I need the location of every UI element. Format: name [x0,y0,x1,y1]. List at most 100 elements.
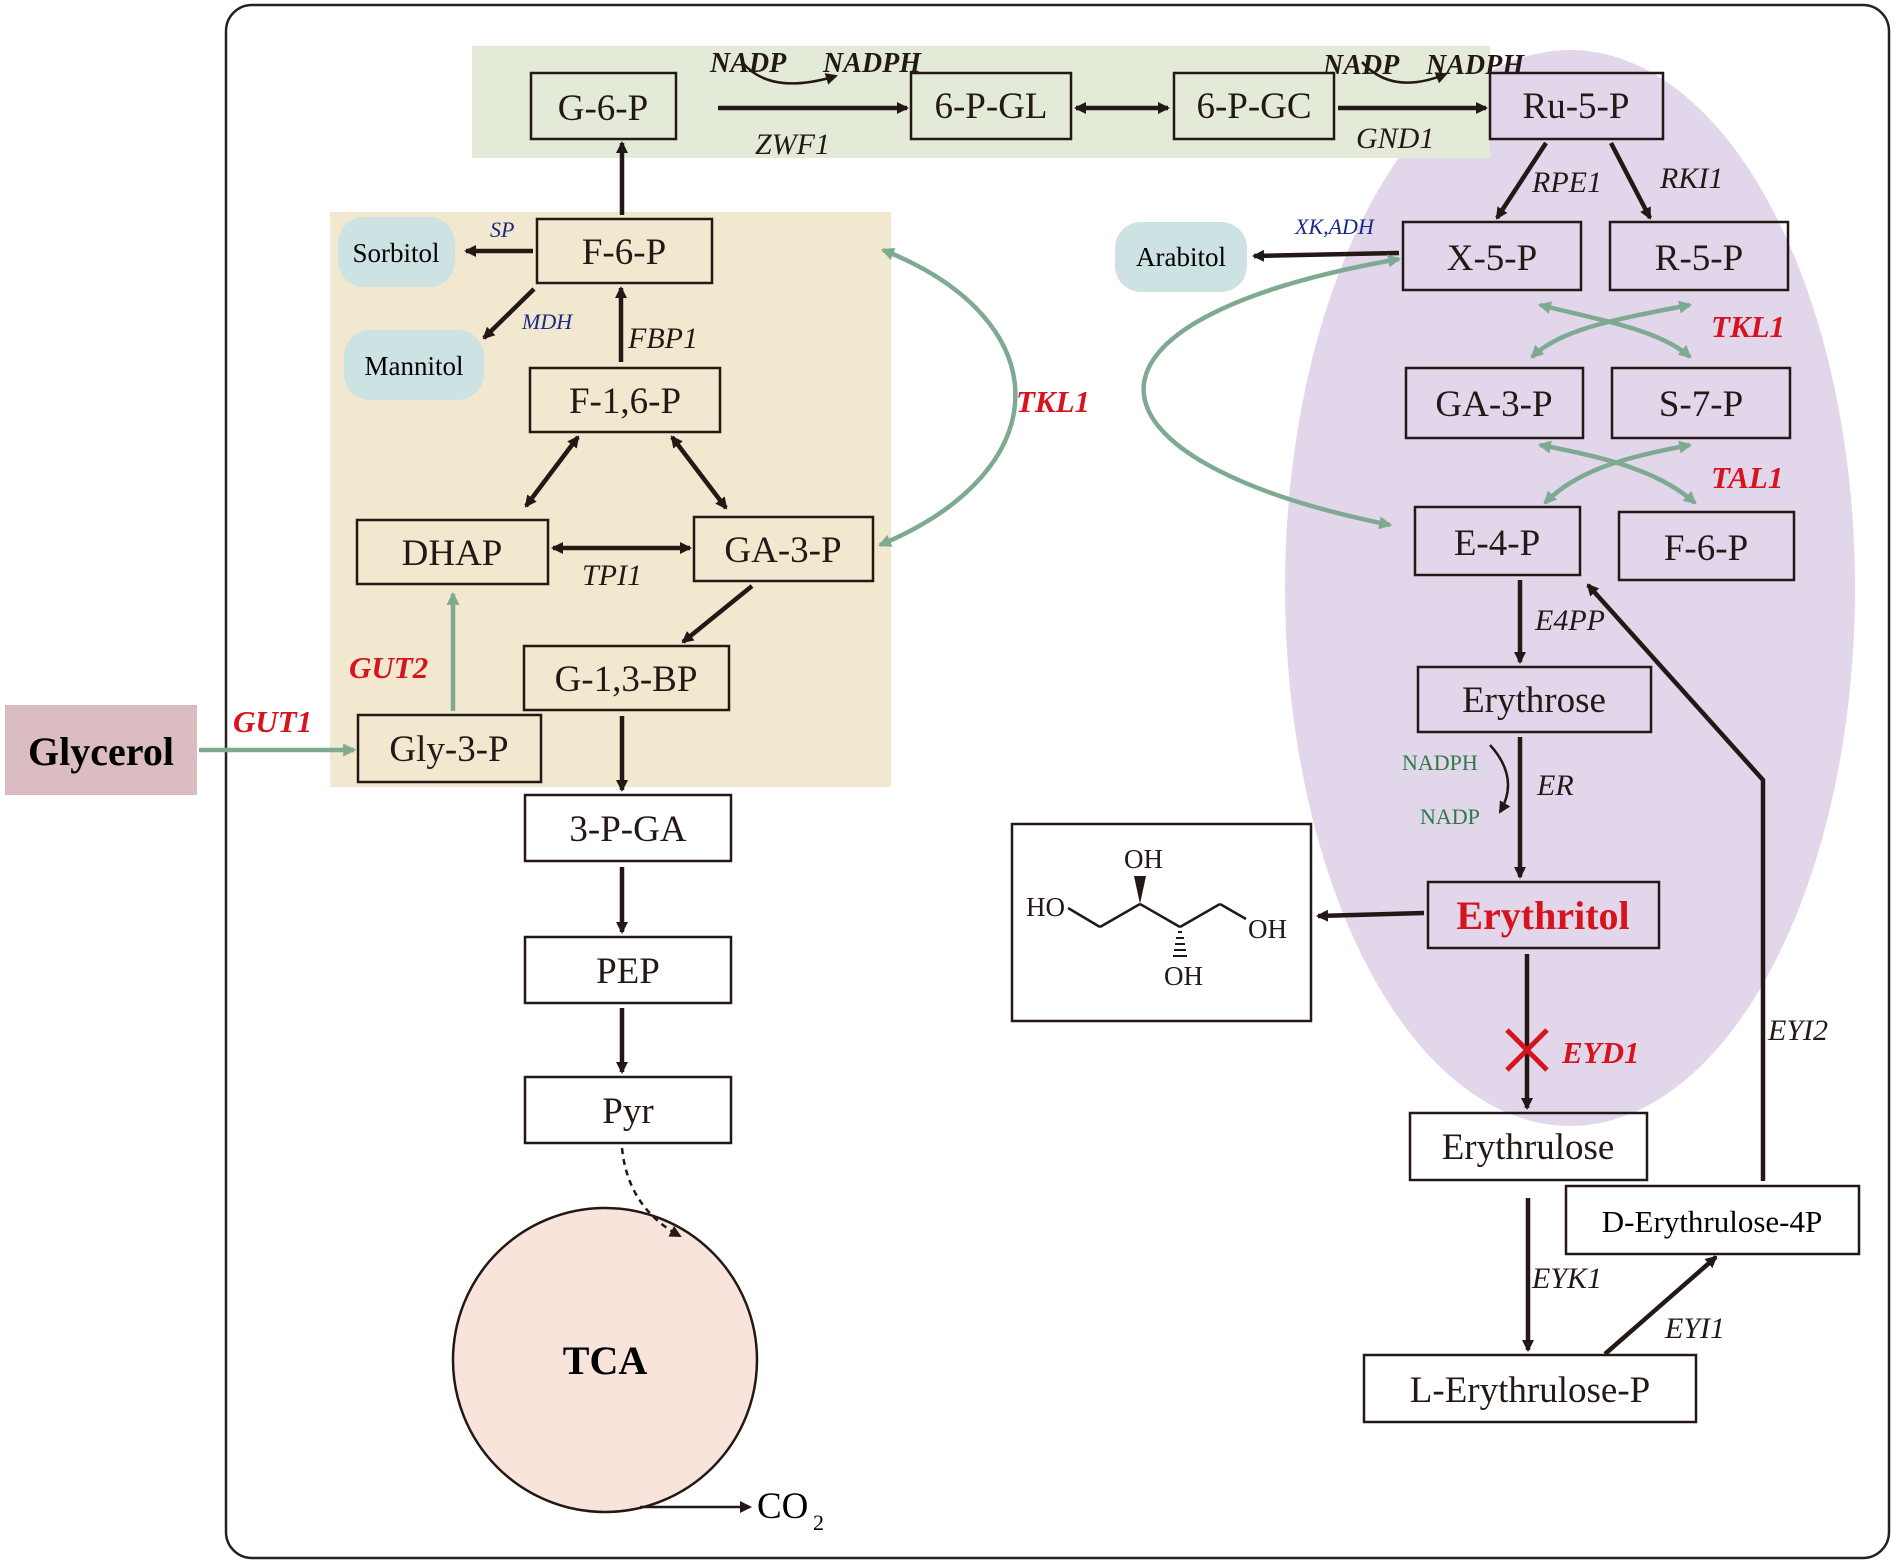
box-dhap [355,518,550,586]
box-erythritol [1426,880,1661,950]
glycerol-box [5,705,197,795]
cofactor-nadph-1: NADPH [822,48,922,79]
label-s7p: S-7-P [1659,384,1743,425]
oh-right: OH [1248,914,1287,944]
box-ru5p [1488,71,1665,141]
oh-top: OH [1124,844,1163,874]
label-glycerol: Glycerol [28,729,174,774]
label-f16p: F-1,6-P [569,381,681,422]
sorbitol-pill: Sorbitol [338,217,455,287]
cofactor-nadph-er: NADPH [1402,750,1478,775]
wedge-bond [1134,876,1146,904]
label-erythritol: Erythritol [1456,893,1629,938]
enzyme-tal1: TAL1 [1711,460,1783,495]
arrow-pyr-tca [620,1147,682,1238]
enzyme-eyk1: EYK1 [1531,1262,1602,1295]
enzyme-zwf1: ZWF1 [755,128,830,161]
ho-left: HO [1026,892,1065,922]
eyd1-knockout-cross [1505,1028,1549,1072]
enzyme-tkl1-center: TKL1 [1016,384,1090,419]
box-ga3p-right [1404,366,1585,440]
svg-text:CO: CO [757,1486,808,1527]
label-erythrose: Erythrose [1462,680,1606,721]
box-erythrulose [1408,1111,1649,1182]
label-dhap: DHAP [402,533,503,574]
label-d-erythrulose-4p: D-Erythrulose-4P [1602,1204,1822,1239]
arrow-tkl1-x5p-to-e4p [1141,254,1402,530]
enzyme-rki1: RKI1 [1659,162,1723,195]
arrow-tal1-s7p-to-e4p [1543,440,1693,505]
box-f6p-right [1617,510,1796,582]
label-x5p: X-5-P [1447,238,1537,279]
tca-cycle: TCA [451,1206,759,1514]
label-6pgc: 6-P-GC [1196,86,1311,127]
label-e4p: E-4-P [1454,523,1540,564]
svg-text:TCA: TCA [563,1338,648,1383]
arrow-f6p-mannitol [482,287,536,340]
arrow-d-erythrulose-4p-e4p [1586,583,1766,1181]
label-ru5p: Ru-5-P [1523,86,1630,127]
box-s7p [1610,366,1792,440]
arrow-nadph-nadp-er [1489,744,1511,814]
box-6pgl [909,71,1073,141]
box-l-erythrulose-p [1362,1353,1698,1424]
enzyme-eyd1: EYD1 [1561,1035,1640,1070]
box-pep [523,935,733,1005]
label-g13bp: G-1,3-BP [555,659,698,700]
arrow-x5p-arabitol [1252,249,1400,262]
enzyme-gnd1: GND1 [1356,122,1434,155]
arrow-l-erythrulose-p-d-erythrulose-4p [1603,1255,1718,1356]
box-g6p [529,71,678,141]
arabitol-pill: Arabitol [1115,222,1247,292]
cofactor-nadp-er: NADP [1420,804,1480,829]
enzyme-eyi1: EYI1 [1664,1312,1725,1345]
label-erythrulose: Erythrulose [1442,1127,1615,1168]
arrow-erythritol-structure [1316,909,1425,922]
label-l-erythrulose-p: L-Erythrulose-P [1410,1370,1650,1411]
erythritol-structure: OH HO OH OH [1026,844,1287,991]
enzyme-xk-adh: XK,ADH [1294,214,1375,239]
glycolysis-panel [330,212,891,787]
arrow-ga3p-g13bp [681,584,754,644]
label-pep: PEP [596,951,660,992]
svg-text:2: 2 [813,1510,824,1535]
arrow-ru5p-r5p [1609,141,1652,220]
enzyme-eyi2: EYI2 [1767,1014,1828,1047]
enzyme-rpe1: RPE1 [1531,166,1602,199]
box-d-erythrulose-4p [1564,1184,1861,1256]
label-gly3p: Gly-3-P [389,729,508,770]
cofactor-nadph-2: NADPH [1425,50,1525,81]
oh-bottom: OH [1164,961,1203,991]
svg-text:Mannitol: Mannitol [365,351,464,381]
box-x5p [1401,220,1583,292]
box-r5p [1608,220,1790,292]
box-f16p [528,366,722,434]
enzyme-gut1: GUT1 [233,704,312,739]
cofactor-nadp-1: NADP [709,48,787,79]
svg-text:Sorbitol: Sorbitol [352,238,439,268]
arrow-nadp-nadph-zwf1 [741,61,838,85]
enzyme-tpi1: TPI1 [582,559,642,592]
label-r5p: R-5-P [1655,238,1743,279]
label-co2: CO 2 [757,1486,824,1535]
arrow-f16p-dhap [524,435,580,508]
box-erythrose [1416,665,1653,734]
arrow-ru5p-x5p [1495,141,1548,220]
box-f6p-left [535,217,714,285]
box-g13bp [522,644,731,712]
label-6pgl: 6-P-GL [934,86,1047,127]
box-6pgc [1172,71,1336,141]
label-f6p-right: F-6-P [1664,528,1748,569]
label-f6p-left: F-6-P [582,232,666,273]
arrow-tkl1-f6p-to-ga3p [878,247,1018,548]
label-3pga: 3-P-GA [569,809,686,850]
arrow-f16p-ga3p [670,435,728,510]
box-pyr [523,1075,733,1145]
arrow-nadp-nadph-gnd1 [1361,61,1448,84]
label-g6p: G-6-P [558,88,648,129]
enzyme-fbp1: FBP1 [627,322,698,355]
enzyme-er: ER [1536,769,1574,802]
enzyme-sp: SP [490,217,514,242]
enzyme-tkl1-right: TKL1 [1711,309,1785,344]
